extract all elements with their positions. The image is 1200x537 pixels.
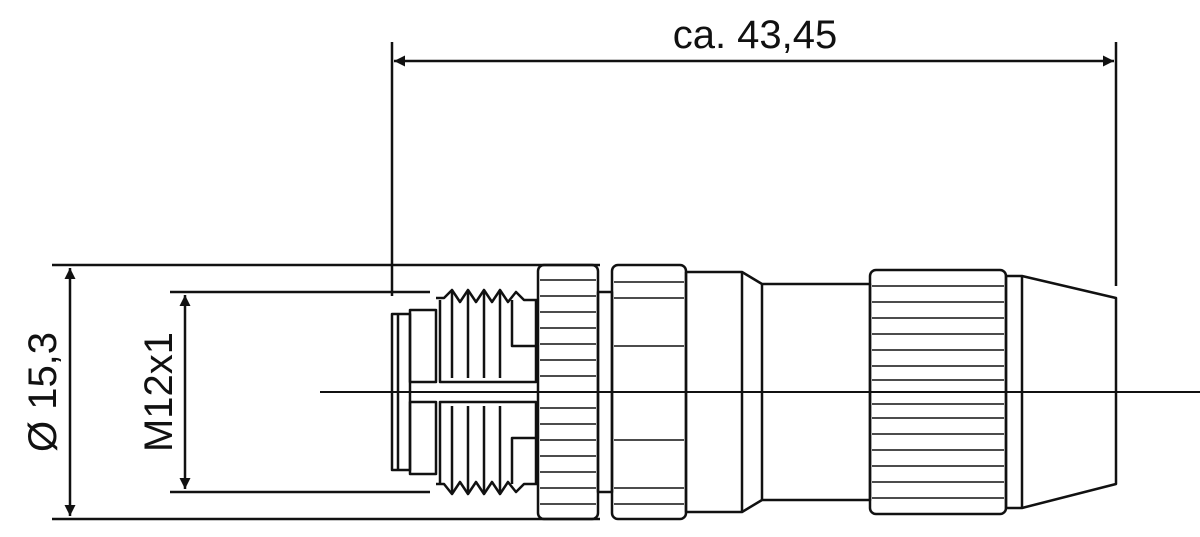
knurl-rear [614,281,684,505]
length-dimension [390,42,1118,296]
knurl-grip [872,285,1004,499]
pin-insert [390,308,438,476]
length-label: ca. 43,45 [673,13,838,57]
thread-dimension [170,290,430,494]
diameter-dimension [52,263,600,521]
connector-body [390,263,1118,521]
diameter-label: Ø 15,3 [21,332,65,452]
thread-upper [436,288,538,304]
thread-lower [436,480,538,496]
thread-lower-flanks [438,400,538,492]
thread-upper-flanks [438,292,538,384]
thread-label: M12x1 [137,332,181,452]
knurl-front [540,279,596,505]
